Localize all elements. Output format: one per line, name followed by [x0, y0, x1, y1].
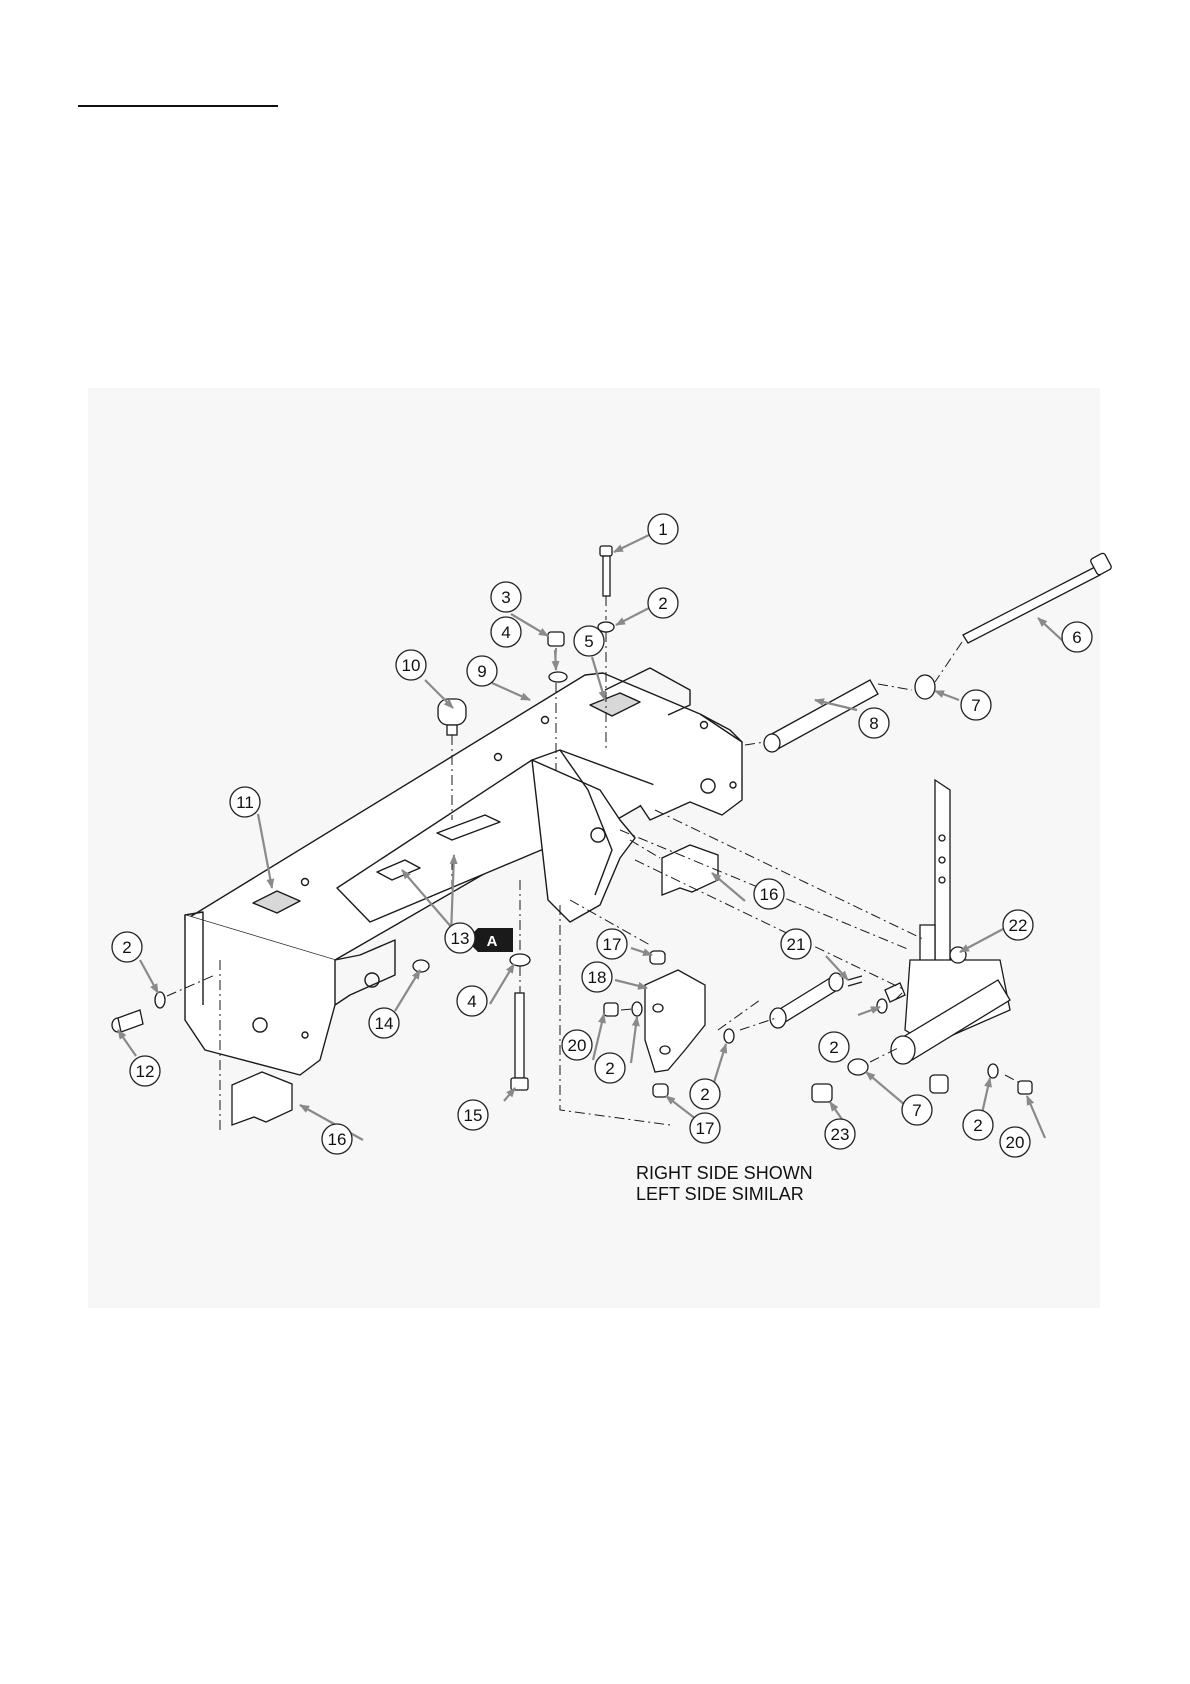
callout-10: 10 — [396, 650, 426, 680]
callout-21: 21 — [781, 929, 811, 959]
washer-2-link — [877, 999, 887, 1013]
callout-17: 17 — [690, 1113, 720, 1143]
callout-7: 7 — [961, 690, 991, 720]
svg-text:13: 13 — [451, 929, 470, 948]
washer-2-mid — [632, 1002, 642, 1016]
callout-7: 7 — [902, 1095, 932, 1125]
svg-text:20: 20 — [1006, 1133, 1025, 1152]
washer-2-right-of-18 — [724, 1029, 734, 1043]
svg-text:2: 2 — [700, 1085, 709, 1104]
callout-13: 13 — [445, 923, 475, 953]
svg-text:1: 1 — [658, 520, 667, 539]
washer-4-top — [549, 672, 567, 682]
callout-1: 1 — [648, 514, 678, 544]
side-note: RIGHT SIDE SHOWN LEFT SIDE SIMILAR — [636, 1163, 813, 1205]
callout-20: 20 — [562, 1030, 592, 1060]
bolt-15 — [511, 993, 528, 1090]
callout-5: 5 — [574, 626, 604, 656]
svg-text:8: 8 — [869, 714, 878, 733]
callout-9: 9 — [467, 656, 497, 686]
nut-14 — [413, 960, 429, 972]
callout-4: 4 — [457, 986, 487, 1016]
callout-22: 22 — [1003, 910, 1033, 940]
bracket-18 — [645, 970, 705, 1072]
svg-text:12: 12 — [136, 1062, 155, 1081]
svg-text:14: 14 — [375, 1014, 394, 1033]
svg-text:20: 20 — [568, 1036, 587, 1055]
callout-2: 2 — [690, 1079, 720, 1109]
badge-text: A — [487, 933, 498, 950]
nut-20-right — [1018, 1081, 1032, 1094]
callout-2: 2 — [963, 1110, 993, 1140]
pin-12 — [112, 1010, 143, 1032]
svg-text:17: 17 — [696, 1119, 715, 1138]
nut-20-left — [604, 1003, 618, 1016]
bushing-17-top — [650, 951, 665, 964]
callout-3: 3 — [491, 582, 521, 612]
svg-text:4: 4 — [467, 992, 476, 1011]
svg-text:22: 22 — [1009, 916, 1028, 935]
svg-text:2: 2 — [829, 1038, 838, 1057]
svg-text:4: 4 — [501, 623, 510, 642]
washer-7-bottom — [848, 1059, 868, 1075]
svg-text:3: 3 — [501, 588, 510, 607]
svg-text:2: 2 — [605, 1059, 614, 1078]
bumper-10 — [438, 699, 466, 735]
callout-18: 18 — [582, 962, 612, 992]
svg-text:7: 7 — [971, 696, 980, 715]
nut-23 — [812, 1084, 832, 1102]
svg-text:21: 21 — [787, 935, 806, 954]
callout-2: 2 — [112, 932, 142, 962]
callout-16: 16 — [322, 1124, 352, 1154]
callout-17: 17 — [597, 929, 627, 959]
callout-2: 2 — [819, 1032, 849, 1062]
washer-2-left — [155, 992, 165, 1008]
callout-2: 2 — [648, 588, 678, 618]
bracket-16-upper — [662, 845, 718, 895]
svg-text:16: 16 — [760, 885, 779, 904]
callout-14: 14 — [369, 1008, 399, 1038]
nut-3 — [548, 632, 564, 646]
callout-2: 2 — [595, 1053, 625, 1083]
callout-11: 11 — [230, 787, 260, 817]
callout-20: 20 — [1000, 1127, 1030, 1157]
callout-6: 6 — [1062, 622, 1092, 652]
svg-text:15: 15 — [464, 1106, 483, 1125]
callout-4: 4 — [491, 617, 521, 647]
note-line-2: LEFT SIDE SIMILAR — [636, 1184, 813, 1205]
callout-23: 23 — [825, 1119, 855, 1149]
washer-7-top — [915, 675, 935, 699]
svg-text:18: 18 — [588, 968, 607, 987]
callout-12: 12 — [130, 1056, 160, 1086]
note-line-1: RIGHT SIDE SHOWN — [636, 1163, 813, 1184]
svg-text:6: 6 — [1072, 628, 1081, 647]
bolt-1 — [600, 546, 612, 596]
link-21 — [770, 973, 862, 1028]
svg-text:11: 11 — [236, 793, 254, 812]
svg-text:2: 2 — [122, 938, 131, 957]
svg-text:2: 2 — [973, 1116, 982, 1135]
bracket-16-lower — [232, 1072, 292, 1125]
svg-text:7: 7 — [912, 1101, 921, 1120]
svg-text:10: 10 — [402, 656, 421, 675]
svg-text:16: 16 — [328, 1130, 347, 1149]
bushing-17-bottom — [653, 1084, 668, 1097]
callout-15: 15 — [458, 1100, 488, 1130]
svg-text:2: 2 — [658, 594, 667, 613]
washer-2-far-right — [988, 1064, 998, 1078]
callout-16: 16 — [754, 879, 784, 909]
svg-text:23: 23 — [831, 1125, 850, 1144]
svg-text:9: 9 — [477, 662, 486, 681]
svg-text:5: 5 — [584, 632, 593, 651]
callout-8: 8 — [859, 708, 889, 738]
svg-text:17: 17 — [603, 935, 622, 954]
